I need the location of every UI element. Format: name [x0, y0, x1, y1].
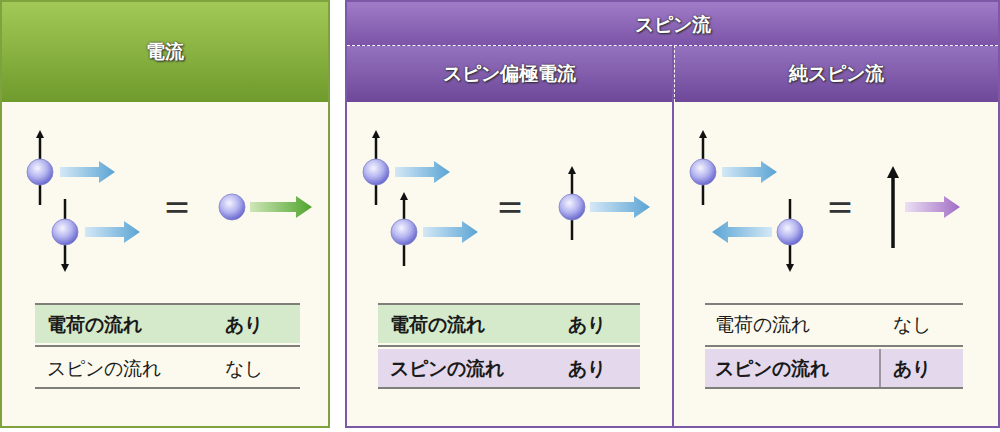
- panel-heading: 純スピン流: [674, 45, 998, 102]
- electron: [27, 159, 53, 185]
- table-cell: スピンの流れ: [715, 349, 829, 387]
- table-rule: [705, 387, 963, 389]
- table-row: [705, 349, 963, 387]
- table-rule: [378, 345, 640, 347]
- panel-ground: [0, 100, 330, 428]
- table-rule: [378, 387, 640, 389]
- table-cell: あり: [568, 349, 606, 387]
- table-rule: [35, 387, 300, 389]
- equals-sign: ＝: [157, 183, 197, 227]
- motion-arrow: [590, 196, 650, 218]
- motion-arrow: [60, 161, 115, 183]
- table-rule: [705, 303, 963, 305]
- table-cell: なし: [893, 305, 931, 343]
- panel-heading: 電流: [2, 2, 328, 102]
- panel-heading: スピン偏極電流: [347, 45, 672, 102]
- electron: [690, 159, 716, 185]
- motion-arrow: [722, 161, 777, 183]
- electron: [52, 219, 78, 245]
- spin-flow-arrow: [905, 196, 960, 218]
- current-arrow: [250, 196, 312, 218]
- electron: [391, 219, 417, 245]
- table-rule: [378, 303, 640, 305]
- table-cell: スピンの流れ: [390, 349, 504, 387]
- table-cell: 電荷の流れ: [715, 305, 810, 343]
- electron: [777, 219, 803, 245]
- table-cell: なし: [225, 349, 263, 387]
- table-cell: 電荷の流れ: [390, 305, 485, 343]
- table-cell: あり: [568, 305, 606, 343]
- motion-arrow: [395, 161, 450, 183]
- table-cell: あり: [893, 349, 931, 387]
- equals-sign: ＝: [820, 183, 860, 227]
- equals-sign: ＝: [490, 183, 530, 227]
- table-cell: スピンの流れ: [47, 349, 161, 387]
- table-rule: [880, 349, 881, 387]
- table-rule: [35, 303, 300, 305]
- spin-arrow: [891, 172, 895, 248]
- table-row: [378, 305, 640, 343]
- electron: [363, 159, 389, 185]
- table-row: [378, 349, 640, 387]
- motion-arrow: [712, 221, 772, 243]
- motion-arrow: [423, 221, 478, 243]
- table-row: [35, 305, 300, 343]
- table-cell: あり: [225, 305, 263, 343]
- electron: [219, 194, 245, 220]
- panel-heading: スピン流: [347, 2, 998, 47]
- motion-arrow: [85, 221, 140, 243]
- table-cell: 電荷の流れ: [47, 305, 142, 343]
- electron: [559, 194, 585, 220]
- table-rule: [35, 345, 300, 347]
- table-rule: [705, 345, 963, 347]
